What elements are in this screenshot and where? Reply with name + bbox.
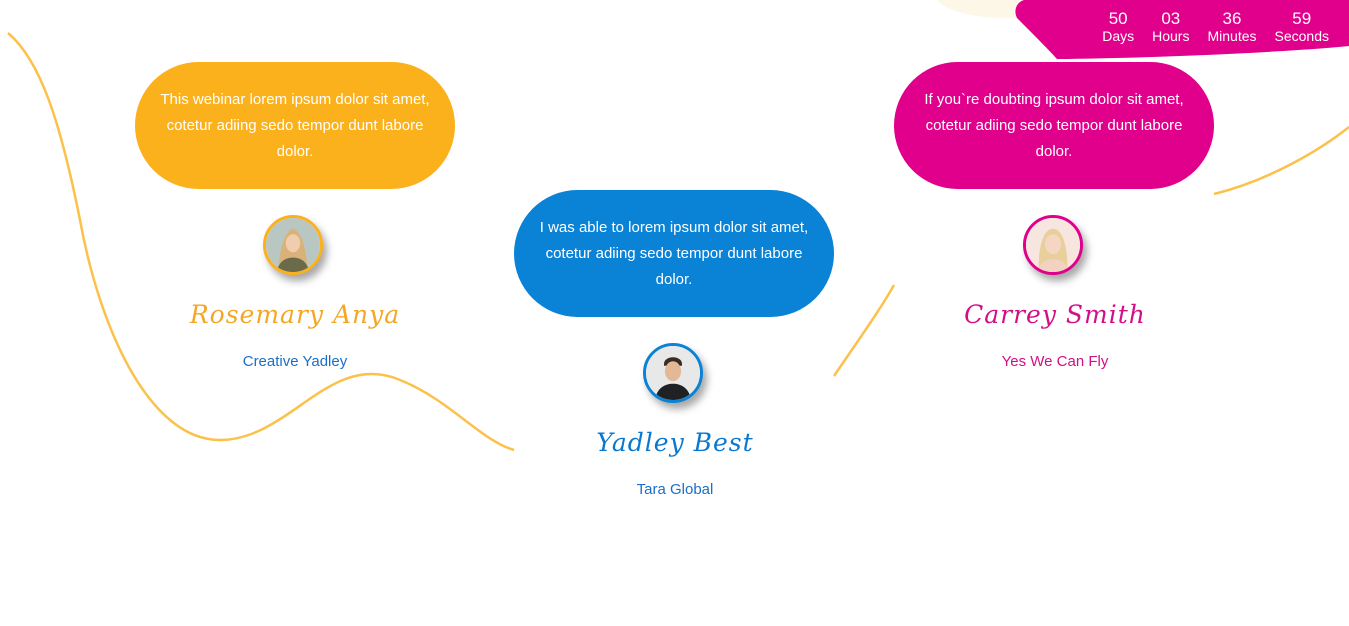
left-curve xyxy=(7,32,515,452)
testimonial-signature: Carrey Smith xyxy=(964,300,1146,329)
testimonial-quote-bubble: I was able to lorem ipsum dolor sit amet… xyxy=(514,190,834,317)
person-photo-icon xyxy=(646,346,700,400)
testimonial-company: Yes We Can Fly xyxy=(1001,353,1109,370)
testimonial-quote-bubble: If you`re doubting ipsum dolor sit amet,… xyxy=(894,62,1214,189)
testimonial-quote-text: If you`re doubting ipsum dolor sit amet,… xyxy=(924,90,1184,160)
countdown-seconds-label: Seconds xyxy=(1274,28,1329,44)
countdown-seconds-value: 59 xyxy=(1292,9,1312,28)
countdown-minutes-label: Minutes xyxy=(1207,28,1257,44)
countdown-hours: 03 Hours xyxy=(1152,10,1189,43)
testimonial-signature: Rosemary Anya xyxy=(189,300,401,329)
countdown-minutes: 36 Minutes xyxy=(1207,10,1256,43)
countdown-background xyxy=(1015,0,1349,59)
countdown-days-value: 50 xyxy=(1108,9,1128,28)
person-photo-icon xyxy=(1026,218,1080,272)
countdown-hours-value: 03 xyxy=(1161,9,1181,28)
countdown-hours-label: Hours xyxy=(1152,28,1190,44)
right-curve xyxy=(1213,126,1349,196)
avatar xyxy=(643,343,703,403)
testimonial-quote-bubble: This webinar lorem ipsum dolor sit amet,… xyxy=(135,62,455,189)
countdown-seconds: 59 Seconds xyxy=(1275,10,1329,43)
testimonial-company: Creative Yadley xyxy=(242,353,348,370)
countdown-minutes-value: 36 xyxy=(1222,9,1242,28)
avatar xyxy=(263,215,323,275)
countdown-days: 50 Days xyxy=(1102,10,1134,43)
countdown-days-label: Days xyxy=(1102,28,1135,44)
middle-curve xyxy=(832,284,896,377)
countdown-timer: 50 Days 03 Hours 36 Minutes 59 Seconds xyxy=(1009,0,1349,60)
testimonial-quote-text: This webinar lorem ipsum dolor sit amet,… xyxy=(160,90,430,160)
testimonial-signature: Yadley Best xyxy=(596,428,754,457)
testimonial-company: Tara Global xyxy=(636,481,714,498)
person-photo-icon xyxy=(266,218,320,272)
testimonial-quote-text: I was able to lorem ipsum dolor sit amet… xyxy=(539,218,809,288)
countdown-units: 50 Days 03 Hours 36 Minutes 59 Seconds xyxy=(1102,10,1329,43)
avatar xyxy=(1023,215,1083,275)
